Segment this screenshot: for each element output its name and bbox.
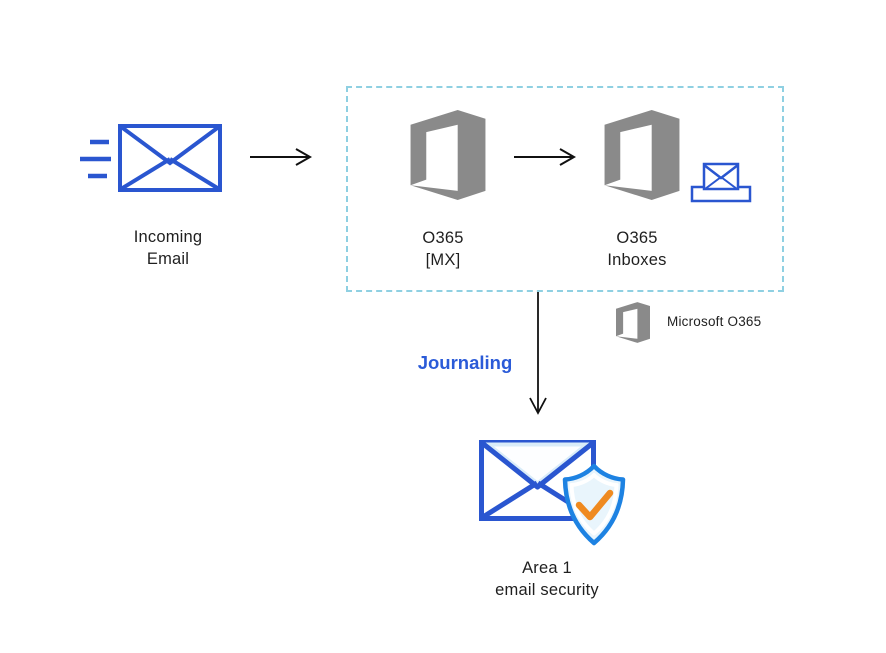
area1-security-icon (479, 440, 626, 546)
legend-label: Microsoft O365 (667, 314, 762, 329)
inbox-icon (690, 162, 752, 203)
o365-mx-label: O365 [MX] (383, 227, 503, 271)
flow-arrow-2 (514, 148, 577, 166)
journaling-arrow (529, 292, 547, 415)
legend-o365-logo-icon (616, 302, 650, 343)
o365-inboxes-logo-icon (604, 110, 680, 200)
o365-mx-label-line1: O365 (422, 229, 464, 247)
area1-label-line1: Area 1 (522, 559, 572, 577)
o365-inboxes-label-line1: O365 (616, 229, 658, 247)
journaling-label: Journaling (417, 352, 513, 373)
o365-inboxes-label-line2: Inboxes (607, 251, 667, 269)
incoming-email-icon (80, 124, 222, 192)
checkmark-icon (575, 489, 614, 521)
o365-boundary-box (346, 86, 784, 292)
o365-mx-logo-icon (410, 110, 486, 200)
incoming-email-label-line1: Incoming (133, 228, 203, 246)
incoming-email-label-line2: Email (146, 250, 190, 268)
flow-arrow-1 (250, 148, 313, 166)
o365-mx-label-line2: [MX] (425, 251, 461, 269)
area1-label: Area 1 email security (467, 557, 627, 601)
area1-label-line2: email security (495, 581, 599, 599)
o365-inboxes-label: O365 Inboxes (577, 227, 697, 271)
incoming-email-label: Incoming Email (98, 226, 238, 270)
